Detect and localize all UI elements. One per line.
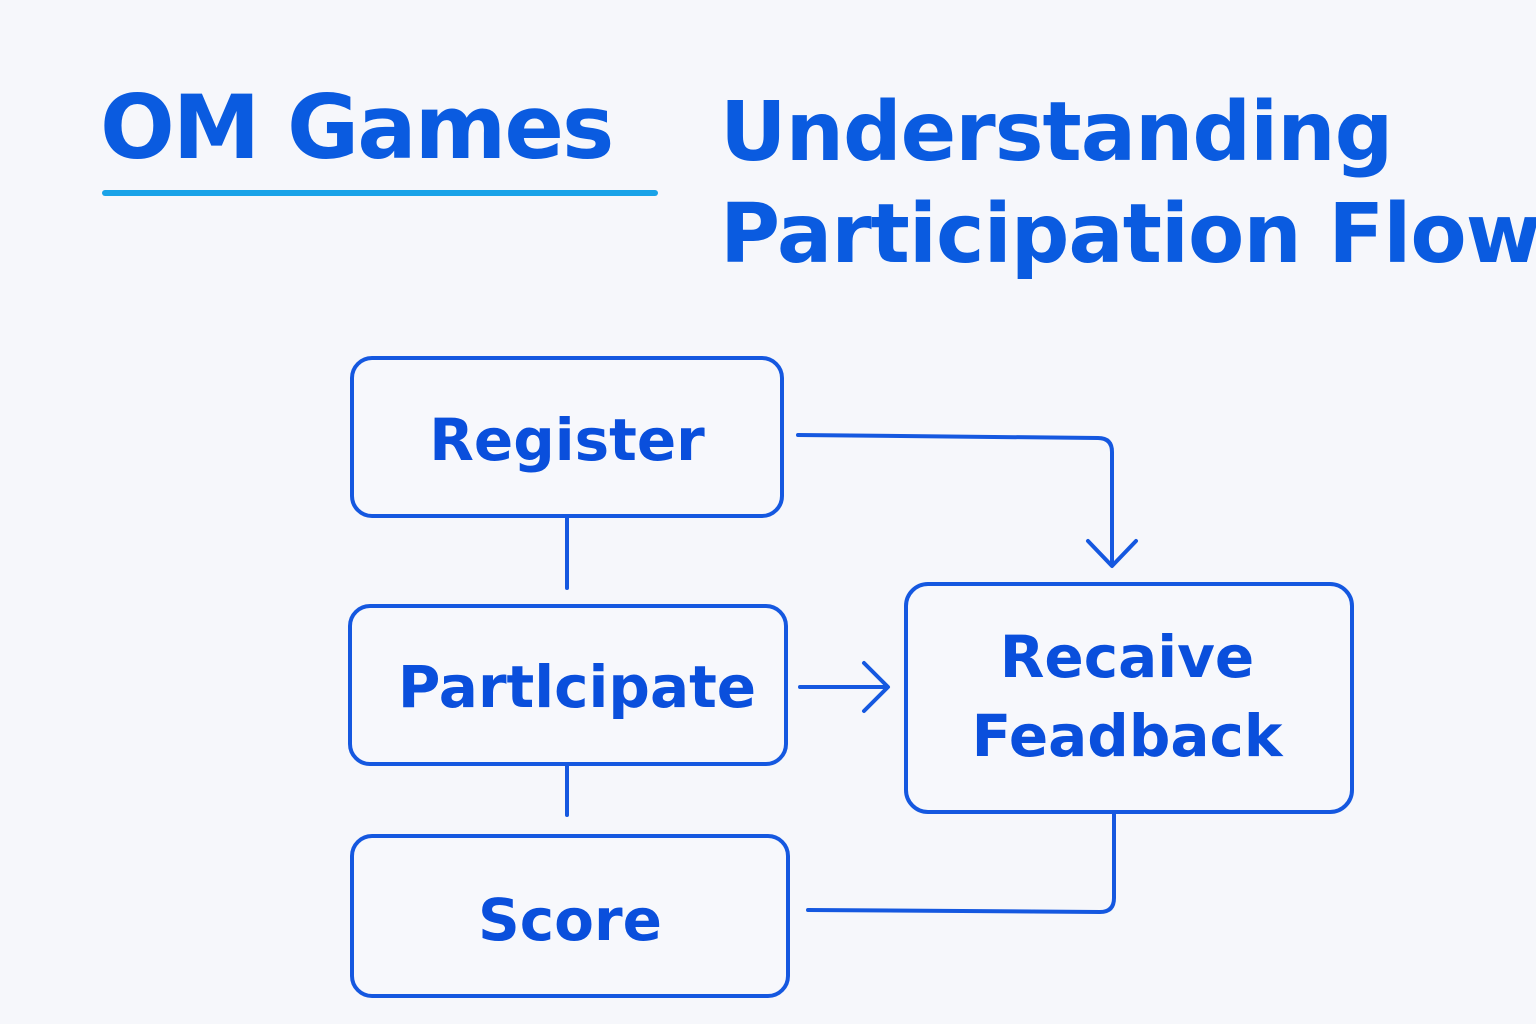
node-register-label: Register	[429, 406, 705, 474]
node-feedback-label-line-1: Recaive	[1000, 623, 1255, 691]
edge-participate-feedback-arrowhead	[862, 661, 890, 713]
brand-name: OM Games	[100, 76, 614, 179]
page-title-line-2: Participation Flow	[720, 187, 1536, 282]
edge-score-feedback	[806, 810, 1116, 914]
node-participate-box	[348, 604, 788, 766]
node-score-box	[350, 834, 790, 998]
brand-logo: OM Games	[100, 78, 660, 203]
node-feedback: Recaive Feadback	[904, 582, 1354, 814]
node-register-box	[350, 356, 784, 518]
node-feedback-label-line-2: Feadback	[972, 702, 1284, 770]
page-title: Understanding Participation Flow	[720, 82, 1536, 286]
node-register: Register	[350, 356, 784, 518]
node-participate-label: Partlcipate	[398, 653, 756, 721]
edge-register-feedback	[796, 433, 1114, 567]
node-participate: Partlcipate	[348, 604, 788, 766]
node-score: Score	[350, 834, 790, 998]
node-score-label: Score	[478, 886, 662, 954]
page-title-line-1: Understanding	[720, 85, 1393, 180]
node-feedback-box	[904, 582, 1354, 814]
brand-underline	[102, 190, 658, 196]
edge-register-feedback-arrowhead	[1086, 539, 1138, 568]
